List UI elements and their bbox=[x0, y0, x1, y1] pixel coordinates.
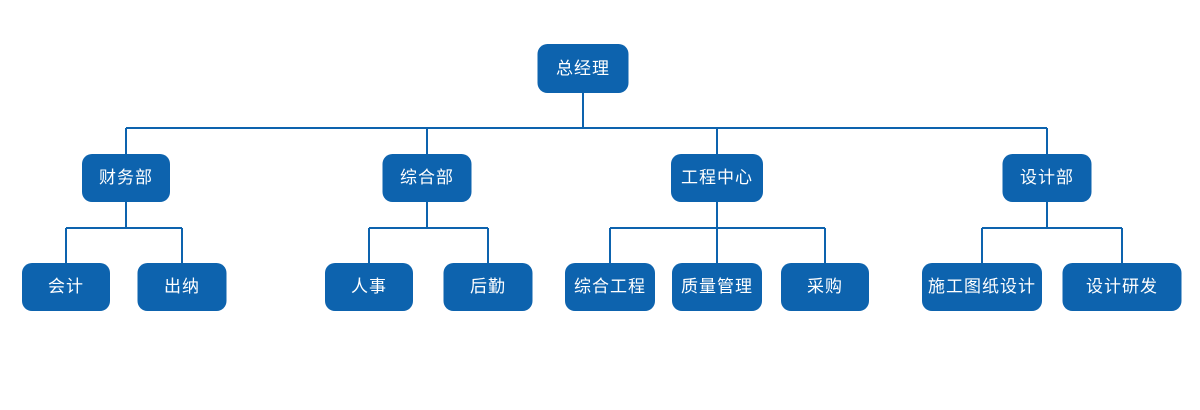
org-node-finance-dept: 财务部 bbox=[82, 154, 170, 202]
org-node-design-rnd: 设计研发 bbox=[1062, 263, 1182, 311]
org-node-accounting: 会计 bbox=[22, 263, 110, 311]
org-node-procurement: 采购 bbox=[781, 263, 869, 311]
org-node-design-dept: 设计部 bbox=[1002, 154, 1092, 202]
org-node-general-affairs-dept: 综合部 bbox=[382, 154, 472, 202]
org-node-logistics: 后勤 bbox=[443, 263, 533, 311]
org-node-engineering-center: 工程中心 bbox=[671, 154, 763, 202]
org-node-quality-management: 质量管理 bbox=[672, 263, 762, 311]
org-node-general-engineering: 综合工程 bbox=[565, 263, 655, 311]
org-node-general-manager: 总经理 bbox=[537, 44, 629, 93]
org-node-cashier: 出纳 bbox=[137, 263, 227, 311]
org-node-construction-drawing-design: 施工图纸设计 bbox=[922, 263, 1042, 311]
org-node-hr: 人事 bbox=[325, 263, 413, 311]
